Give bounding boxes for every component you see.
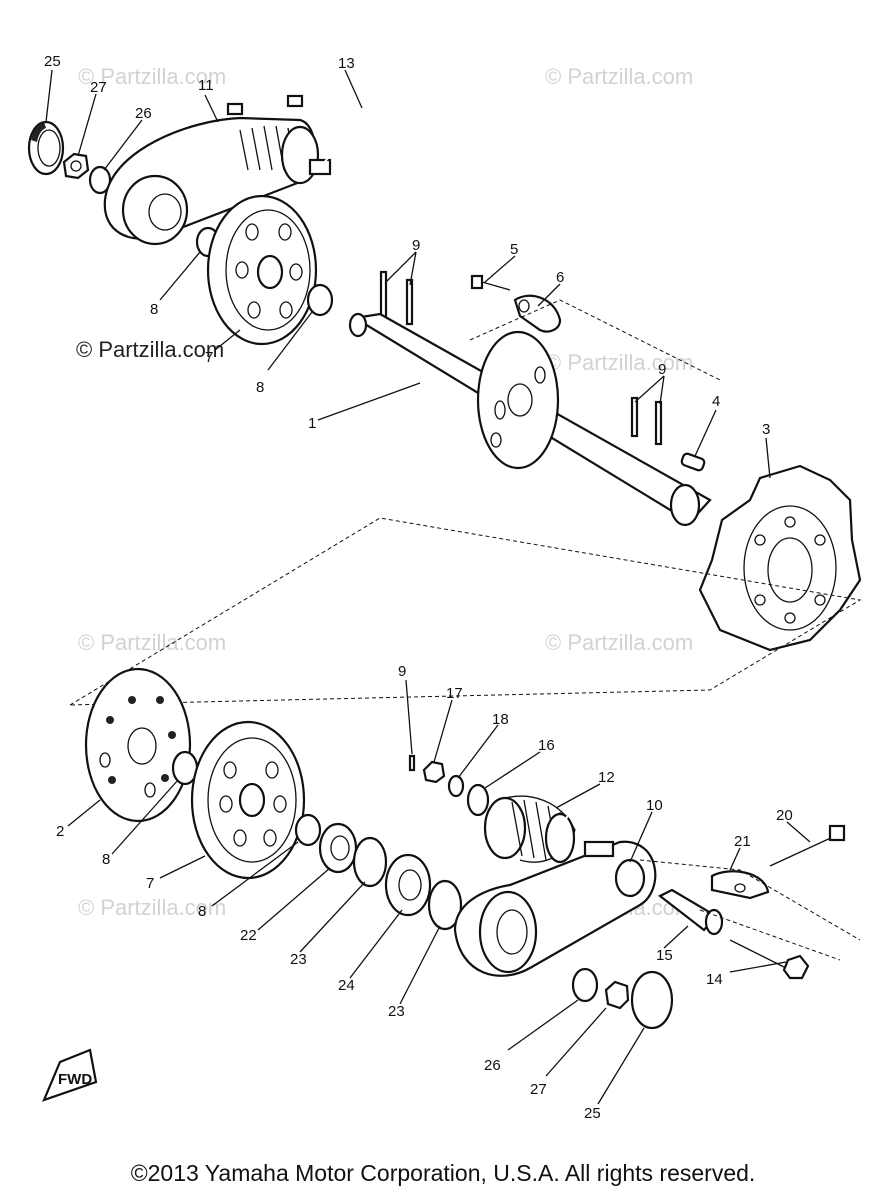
watermark: © Partzilla.com [545, 350, 693, 375]
part-snap-ring-b [427, 879, 463, 931]
watermark-group: © Partzilla.com © Partzilla.com © Partzi… [76, 64, 693, 920]
part-bearing-22 [318, 822, 358, 874]
guide-line [68, 517, 862, 706]
guide-line [639, 859, 861, 941]
part-sprocket [698, 464, 862, 652]
part-bolt-20 [769, 824, 846, 867]
callout-12: 12 [598, 769, 615, 786]
callout-8-d: 8 [198, 903, 206, 920]
part-bracket-21 [710, 870, 770, 900]
callout-21: 21 [734, 833, 751, 850]
part-washer-top [88, 165, 112, 195]
callout-15: 15 [656, 947, 673, 964]
callout-16: 16 [538, 737, 555, 754]
callout-23-a: 23 [290, 951, 307, 968]
part-idler-arm-bottom [453, 840, 657, 977]
part-washer-8d [294, 813, 322, 847]
part-drive-shaft [348, 312, 712, 527]
callout-8-a: 8 [150, 301, 158, 318]
callout-24: 24 [338, 977, 355, 994]
callout-23-b: 23 [388, 1003, 405, 1020]
watermark-dark: © Partzilla.com [76, 337, 224, 362]
callout-10: 10 [646, 797, 663, 814]
callout-27-bottom: 27 [530, 1081, 547, 1098]
callout-17: 17 [446, 685, 463, 702]
callout-9-c: 9 [398, 663, 406, 680]
part-hub-plate [84, 667, 192, 823]
part-washer-18 [447, 774, 465, 798]
callout-25-bottom: 25 [584, 1105, 601, 1122]
watermark: © Partzilla.com [78, 630, 226, 655]
callout-27-top: 27 [90, 79, 107, 96]
part-nut-top [62, 152, 90, 180]
part-washer-8b [306, 283, 334, 317]
callout-3: 3 [762, 421, 770, 438]
callout-25-top: 25 [44, 53, 61, 70]
callout-9-a: 9 [412, 237, 420, 254]
callout-6: 6 [556, 269, 564, 286]
part-snap-ring-a [352, 836, 388, 888]
part-pin-19 [408, 754, 416, 772]
callout-4: 4 [712, 393, 720, 410]
watermark: © Partzilla.com [545, 64, 693, 89]
part-collar-16 [466, 783, 490, 817]
part-spring-12 [483, 699, 631, 864]
callout-7-bottom: 7 [146, 875, 154, 892]
part-cap-bottom [630, 970, 674, 1030]
leader-lines [45, 69, 811, 1105]
part-key [680, 452, 706, 472]
part-idler-arm-top [103, 47, 416, 246]
callout-26-bottom: 26 [484, 1057, 501, 1074]
callout-labels: 25 27 26 11 13 8 7 8 9 5 6 1 9 4 3 2 8 7… [44, 53, 793, 1122]
watermark: © Partzilla.com [78, 64, 226, 89]
watermark: © Partzilla.com [545, 630, 693, 655]
callout-7-top: 7 [205, 349, 213, 366]
callout-20: 20 [776, 807, 793, 824]
part-idler-wheel-bottom [190, 720, 306, 880]
callout-8-c: 8 [102, 851, 110, 868]
callout-14: 14 [706, 971, 723, 988]
callout-22: 22 [240, 927, 257, 944]
part-washer-bottom [571, 967, 599, 1003]
part-cap-top [27, 120, 65, 176]
callout-1: 1 [308, 415, 316, 432]
callout-13: 13 [338, 55, 355, 72]
guide-line [699, 909, 841, 961]
watermark: © Partzilla.com [78, 895, 226, 920]
part-idler-wheel-top [206, 194, 318, 346]
callout-18: 18 [492, 711, 509, 728]
part-bolt-bracket [470, 274, 562, 333]
callout-2: 2 [56, 823, 64, 840]
part-bolt-14 [729, 939, 810, 980]
forward-arrow: FWD [42, 1048, 98, 1102]
part-nut-17 [422, 760, 446, 784]
part-nut-bottom [604, 980, 630, 1010]
copyright-notice: ©2013 Yamaha Motor Corporation, U.S.A. A… [130, 1160, 756, 1186]
part-bearing-24 [384, 853, 432, 917]
callout-5: 5 [510, 241, 518, 258]
callout-8-b: 8 [256, 379, 264, 396]
guide-line [469, 299, 721, 381]
callout-26-top: 26 [135, 105, 152, 122]
callout-9-b: 9 [658, 361, 666, 378]
fwd-label: FWD [58, 1071, 92, 1088]
callout-11: 11 [198, 77, 214, 94]
